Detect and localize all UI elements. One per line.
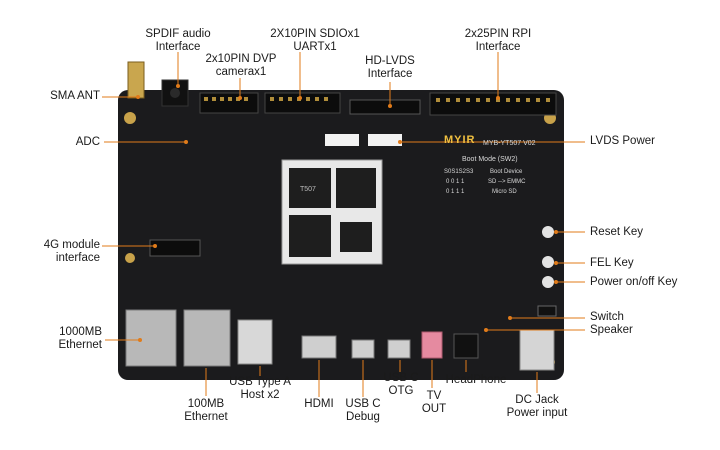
dc-jack	[519, 329, 555, 371]
label-sma: SMA ANT	[50, 90, 100, 102]
fel-key	[542, 256, 554, 268]
label-hdmi: HDMI	[304, 398, 334, 410]
emmc-chip	[289, 215, 331, 257]
label-eth100: 100MB Ethernet	[184, 398, 228, 423]
label-eth1000: 1000MB Ethernet	[58, 326, 102, 351]
label-reset-key: Reset Key	[590, 226, 644, 238]
4g-module-slot	[149, 239, 201, 257]
label-headphone: HeadPhone	[445, 374, 507, 386]
label-spdif: SPDIF audio Interface	[145, 28, 211, 53]
ethernet-1000-port	[125, 309, 177, 367]
mounting-hole	[125, 253, 135, 263]
boot-row2a: 0 1 1 1	[446, 189, 465, 195]
label-speaker: Speaker	[590, 324, 633, 336]
label-hdlvds: HD-LVDS Interface	[365, 55, 415, 80]
tv-out-jack	[421, 331, 443, 359]
label-rpi: 2x25PIN RPI Interface	[464, 28, 532, 53]
dvp-header	[199, 92, 259, 114]
soc-marking: T507	[300, 186, 316, 193]
hdmi-port	[301, 335, 337, 359]
soc-chip	[289, 168, 331, 208]
memory-chip	[336, 168, 376, 208]
power-switch	[537, 305, 557, 317]
sma-connector	[127, 61, 145, 99]
label-dc-jack: DC Jack Power input	[506, 394, 568, 419]
power-key	[542, 276, 554, 288]
boot-row2b: Micro SD	[492, 189, 517, 195]
label-lvds-power: LVDS Power	[590, 135, 655, 147]
label-sdio: 2X10PIN SDIOx1 UARTx1	[270, 28, 360, 53]
rpi-header	[429, 92, 557, 116]
label-tv-out: TV OUT	[421, 390, 447, 415]
ethernet-100-port	[183, 309, 231, 367]
sdio-header	[264, 92, 341, 114]
hdlvds-connector	[349, 99, 421, 115]
lvds-power-connector	[325, 134, 359, 146]
label-dvp: 2x10PIN DVP camerax1	[205, 53, 277, 78]
pmic-chip	[340, 222, 372, 252]
label-power-key: Power on/off Key	[590, 276, 678, 288]
boot-mode-title: Boot Mode (SW2)	[462, 156, 518, 163]
boot-col1: S0S1S2S3	[444, 169, 474, 175]
usbc-otg-port	[387, 339, 411, 359]
label-4g-module: 4G module interface	[43, 239, 100, 264]
label-switch: Switch	[590, 311, 624, 323]
label-usbc-otg: USB C OTG	[383, 372, 419, 397]
label-usbc-debug: USB C Debug	[345, 398, 381, 423]
mounting-hole	[124, 112, 136, 124]
reset-key	[542, 226, 554, 238]
boot-row1a: 0 0 1 1	[446, 179, 465, 185]
board-logo: MYIR	[444, 134, 476, 146]
label-fel-key: FEL Key	[590, 257, 634, 269]
boot-col2: Boot Device	[490, 169, 523, 175]
lvds-power-connector	[368, 134, 402, 146]
label-adc: ADC	[75, 136, 100, 148]
board-model: MYB-YT507 V02	[483, 140, 536, 147]
leader-lines	[102, 52, 585, 397]
boot-row1b: SD --> EMMC	[488, 179, 526, 185]
usbc-debug-port	[351, 339, 375, 359]
label-usb-a: USB Type A Host x2	[229, 376, 291, 401]
usb-a-port	[237, 319, 273, 365]
headphone-jack	[453, 333, 479, 359]
